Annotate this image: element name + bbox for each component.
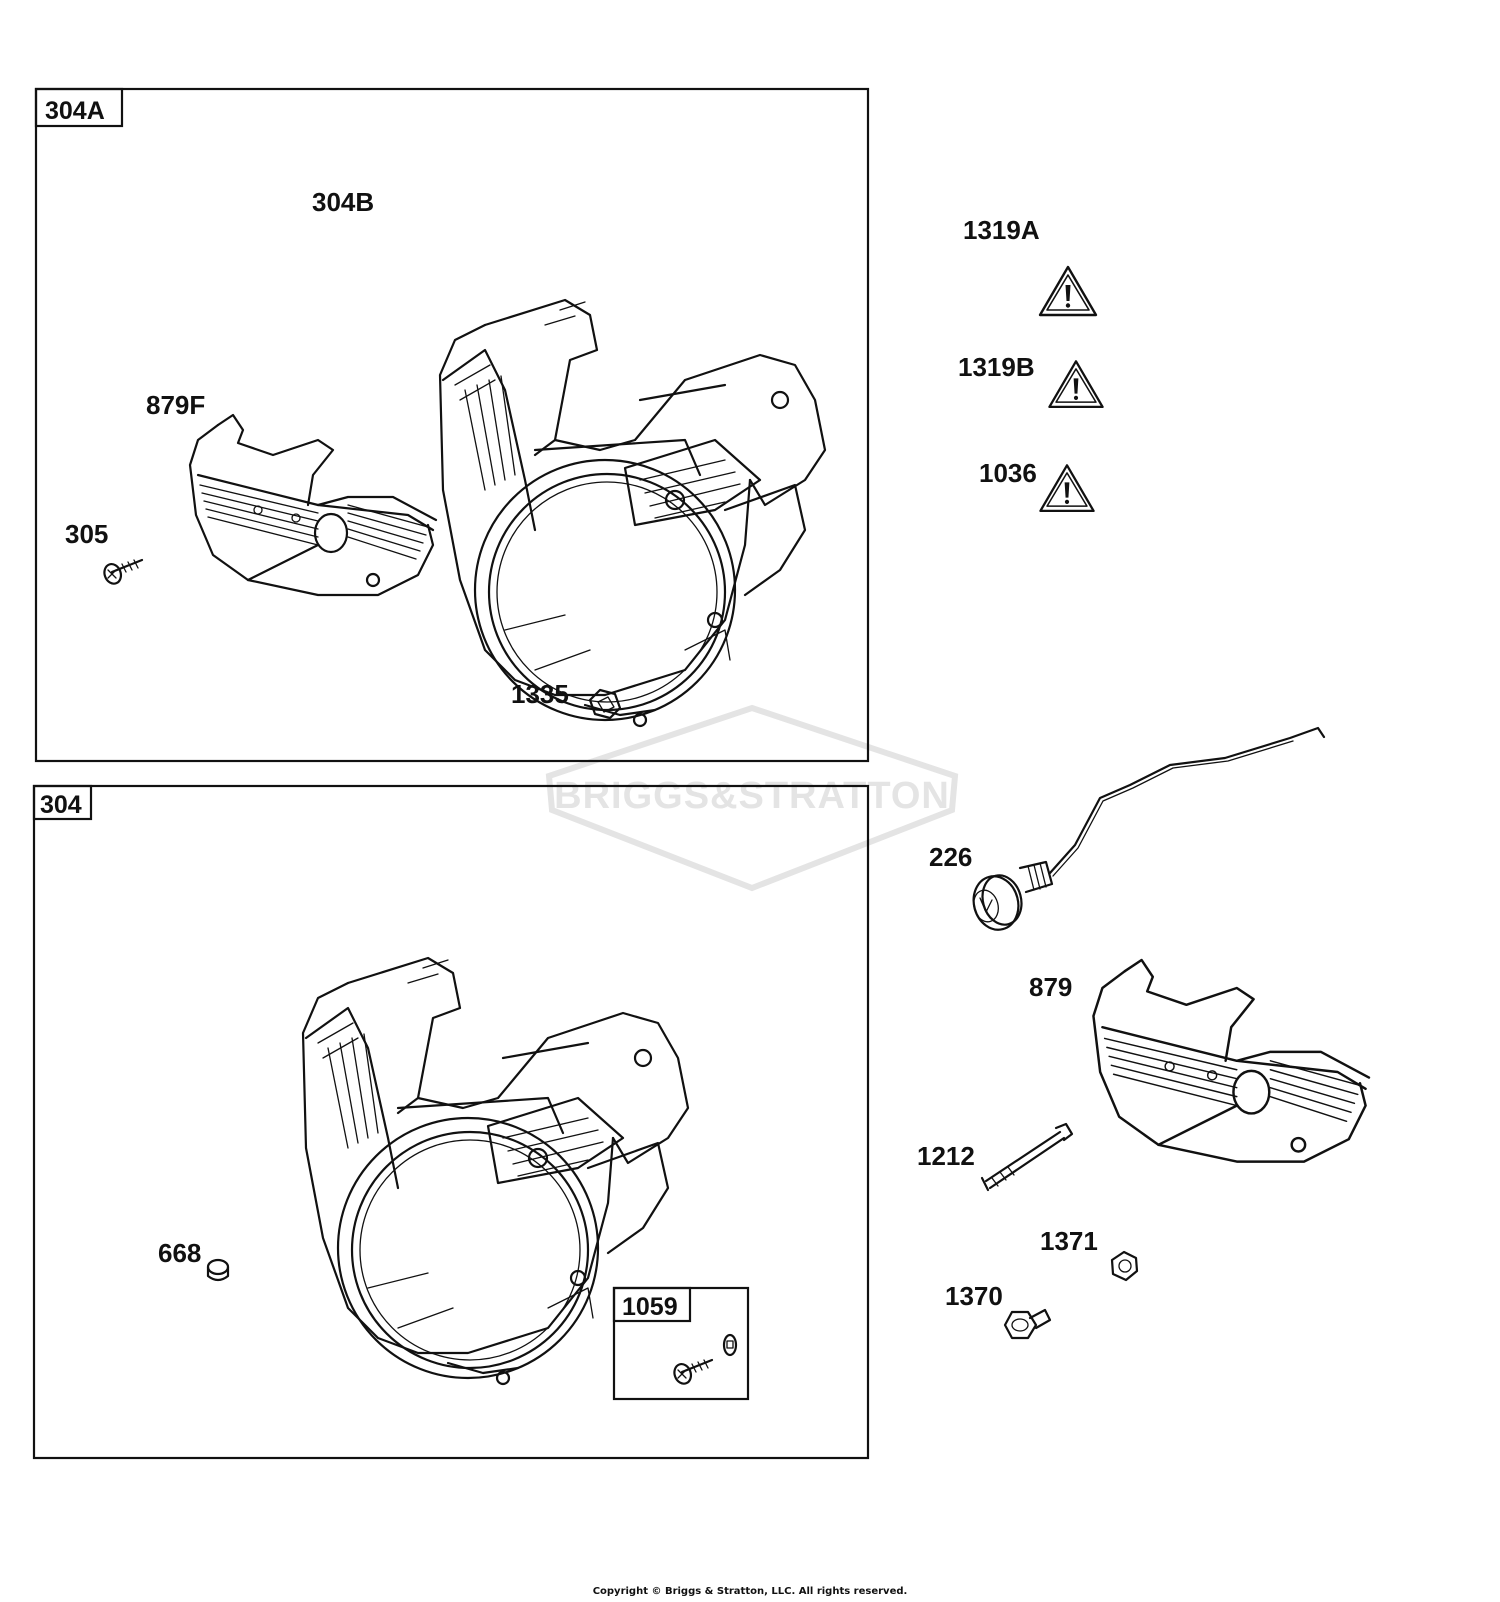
copyright-notice: Copyright © Briggs & Stratton, LLC. All … bbox=[592, 1586, 908, 1597]
callout-879: 879 bbox=[1029, 972, 1072, 1002]
cylinder-guard-879F bbox=[188, 413, 438, 597]
blower-housing-304B bbox=[438, 298, 827, 728]
screw-1059 bbox=[670, 1333, 738, 1388]
kit-label-304A: 304A bbox=[45, 97, 105, 125]
callout-1319B: 1319B bbox=[958, 352, 1035, 382]
callout-1212: 1212 bbox=[917, 1141, 975, 1171]
watermark-logo: BRIGGS&STRATTON bbox=[545, 704, 959, 892]
callout-1335: 1335 bbox=[511, 679, 569, 709]
callout-1371: 1371 bbox=[1040, 1226, 1098, 1256]
callout-226: 226 bbox=[929, 842, 972, 872]
kit-frame-304 bbox=[32, 784, 870, 1460]
callout-879F: 879F bbox=[146, 390, 205, 420]
callout-1319A: 1319A bbox=[963, 215, 1040, 245]
kit-frame-1059-tab bbox=[612, 1286, 692, 1323]
nut-668 bbox=[206, 1258, 230, 1282]
warning-decal-1319B bbox=[1048, 360, 1104, 409]
callout-304B: 304B bbox=[312, 187, 374, 217]
kit-frame-304A-tab bbox=[34, 87, 124, 128]
kit-label-1059: 1059 bbox=[622, 1293, 678, 1321]
stud-1212 bbox=[980, 1122, 1074, 1192]
choke-control-226 bbox=[972, 726, 1326, 931]
cylinder-guard-879 bbox=[1092, 958, 1371, 1163]
kit-frame-304-tab bbox=[32, 784, 93, 821]
nut-1335 bbox=[588, 688, 622, 720]
watermark-text: BRIGGS&STRATTON bbox=[554, 775, 950, 817]
callout-1036: 1036 bbox=[979, 458, 1037, 488]
screw-305 bbox=[100, 558, 144, 588]
callout-305: 305 bbox=[65, 519, 108, 549]
callout-1370: 1370 bbox=[945, 1281, 1003, 1311]
warning-decal-1036 bbox=[1039, 464, 1095, 513]
nut-1371 bbox=[1110, 1250, 1139, 1282]
callout-668: 668 bbox=[158, 1238, 201, 1268]
kit-label-304: 304 bbox=[40, 791, 82, 819]
kit-frame-304A bbox=[34, 87, 870, 763]
bolt-1370 bbox=[1003, 1308, 1052, 1340]
warning-decal-1319A bbox=[1038, 265, 1098, 317]
